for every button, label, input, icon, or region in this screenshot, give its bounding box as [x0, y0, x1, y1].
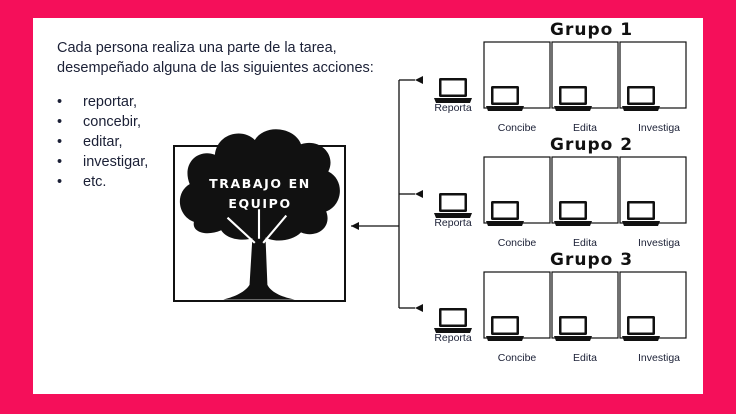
intro-text: Cada persona realiza una parte de la tar…: [57, 38, 387, 78]
main-box-title: TRABAJO EN EQUIPO: [209, 176, 311, 211]
laptop-icon: [434, 193, 472, 218]
laptop-icon: [554, 86, 592, 111]
group-title: Grupo 3: [550, 250, 634, 270]
laptop-icon: [622, 201, 660, 226]
group-2: [434, 156, 687, 226]
action-list: •reportar, •concebir, •editar, •investig…: [57, 92, 148, 192]
concibe-label: Concibe: [497, 352, 537, 364]
group-3: [434, 271, 687, 341]
laptop-icon: [434, 78, 472, 103]
laptop-icon: [554, 201, 592, 226]
list-item: •etc.: [57, 174, 107, 190]
list-item: •editar,: [57, 134, 123, 150]
laptop-icon: [622, 86, 660, 111]
investiga-label: Investiga: [637, 352, 681, 364]
edita-label: Edita: [573, 237, 597, 249]
list-item: •concebir,: [57, 114, 142, 130]
list-item: •reportar,: [57, 94, 137, 110]
connector-lines: [351, 79, 415, 309]
laptop-icon: [486, 86, 524, 111]
laptop-icon: [434, 308, 472, 333]
laptop-icon: [622, 316, 660, 341]
edita-label: Edita: [573, 352, 597, 364]
group-title: Grupo 2: [550, 135, 634, 155]
intro-line-2: desempeñado alguna de las siguientes acc…: [57, 60, 374, 76]
reporta-label: Reporta: [434, 102, 472, 114]
investiga-label: Investiga: [637, 237, 681, 249]
investiga-label: Investiga: [637, 122, 681, 134]
reporta-label: Reporta: [434, 332, 472, 344]
list-item: •investigar,: [57, 154, 149, 170]
concibe-label: Concibe: [497, 122, 537, 134]
slide: Cada persona realiza una parte de la tar…: [33, 18, 703, 394]
reporta-label: Reporta: [434, 217, 472, 229]
concibe-label: Concibe: [497, 237, 537, 249]
laptop-icon: [554, 316, 592, 341]
teamwork-diagram: [173, 41, 687, 341]
group-1: [434, 41, 687, 111]
arrow-heads: [351, 76, 423, 312]
laptop-icon: [486, 316, 524, 341]
edita-label: Edita: [573, 122, 597, 134]
intro-line-1: Cada persona realiza una parte de la tar…: [57, 40, 337, 56]
group-title: Grupo 1: [550, 20, 634, 40]
laptop-icon: [486, 201, 524, 226]
